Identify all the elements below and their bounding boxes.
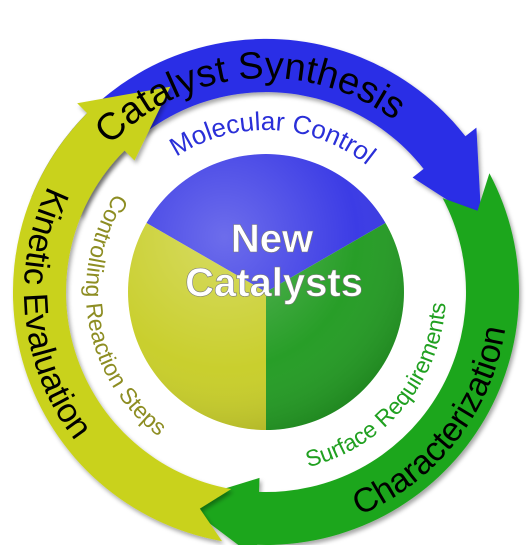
characterization-arrow [181,173,519,545]
center-disc [128,154,404,430]
center-title-line2: Catalysts [185,261,363,305]
center-disc-gloss [128,154,404,430]
cycle-arrows [12,38,519,545]
center-title-line1: New [231,217,314,261]
kinetic-evaluation-arrow [12,86,232,542]
catalyst-synthesis-arrow [31,38,482,222]
